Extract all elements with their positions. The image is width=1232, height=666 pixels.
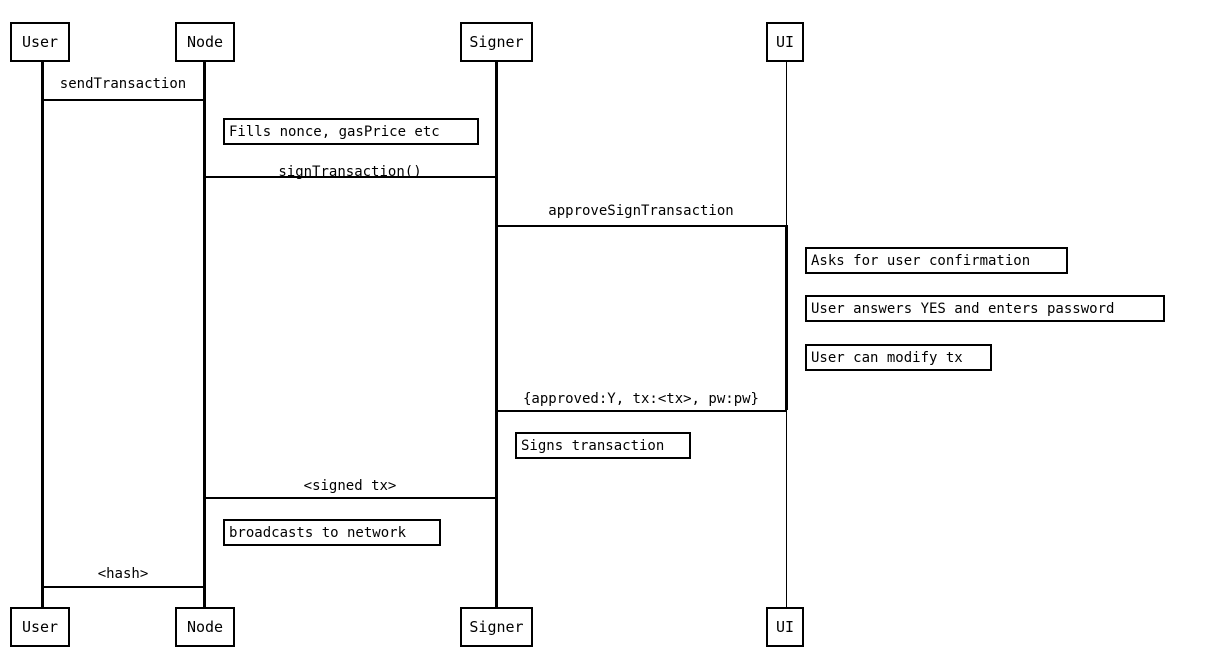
message-line-sign-transaction [203,176,497,178]
message-line-approved-response [495,410,787,412]
note-user-can-modify-tx: User can modify tx [805,344,992,371]
participant-box-ui-bottom: UI [766,607,804,647]
lifeline-user [41,62,44,607]
message-label-sign-transaction: signTransaction() [278,164,422,180]
message-line-send-transaction [41,99,205,101]
lifeline-ui-activation [785,225,788,410]
message-label-send-transaction: sendTransaction [59,76,187,92]
lifeline-node [203,62,206,607]
message-label-hash: <hash> [97,566,149,582]
participant-box-node-bottom: Node [175,607,235,647]
lifeline-ui-lower [786,410,787,607]
participant-box-signer-bottom: Signer [460,607,533,647]
note-asks-for-user-confirmation: Asks for user confirmation [805,247,1068,274]
participant-box-user-bottom: User [10,607,70,647]
note-fills-nonce-gasprice: Fills nonce, gasPrice etc [223,118,479,145]
lifeline-ui-upper [786,62,787,225]
lifeline-signer [495,62,498,607]
note-signs-transaction: Signs transaction [515,432,691,459]
message-label-approve-sign-transaction: approveSignTransaction [548,203,734,219]
message-line-signed-tx [203,497,497,499]
participant-box-node-top: Node [175,22,235,62]
participant-box-user-top: User [10,22,70,62]
message-line-approve-sign-transaction [495,225,787,227]
participant-box-ui-top: UI [766,22,804,62]
note-broadcasts-to-network: broadcasts to network [223,519,441,546]
note-user-answers-yes: User answers YES and enters password [805,295,1165,322]
message-line-hash [41,586,205,588]
message-label-approved-response: {approved:Y, tx:<tx>, pw:pw} [522,391,759,407]
message-label-signed-tx: <signed tx> [303,478,397,494]
participant-box-signer-top: Signer [460,22,533,62]
